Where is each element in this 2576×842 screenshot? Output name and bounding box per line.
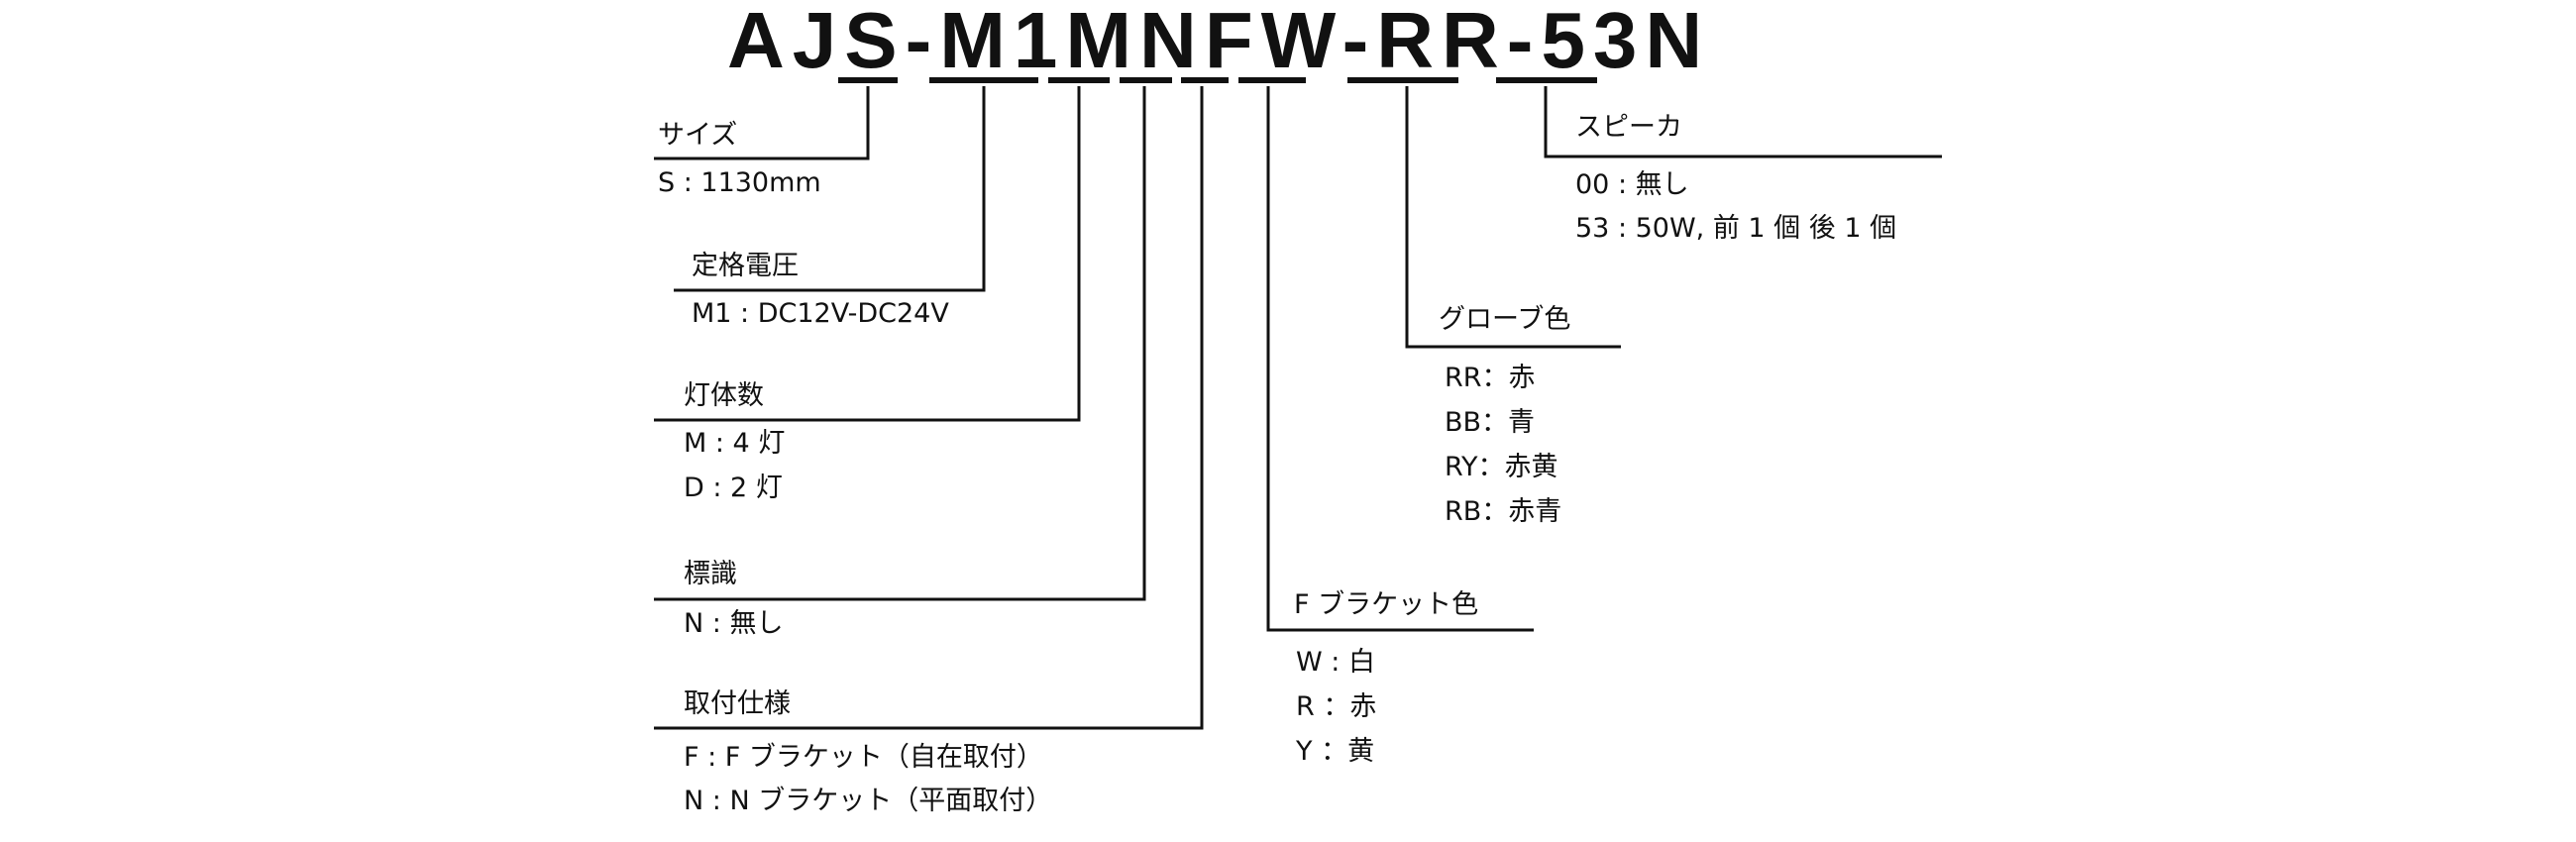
model-code: AJS-M1MNFW-RR-53N bbox=[727, 0, 1710, 81]
model-code-globe-color: RR bbox=[1376, 0, 1507, 84]
size-option: S : 1130mm bbox=[658, 167, 821, 198]
bracket-color-option: W : 白 bbox=[1296, 647, 1375, 678]
model-code-separator: - bbox=[1342, 0, 1377, 84]
globe-color-option: RY：赤黄 bbox=[1445, 452, 1558, 482]
voltage-heading: 定格電圧 bbox=[692, 251, 799, 281]
leader-bracket-color bbox=[1266, 86, 1534, 632]
lamps-heading: 灯体数 bbox=[684, 380, 764, 411]
globe-color-option: RB：赤青 bbox=[1445, 496, 1562, 527]
globe-color-option: RR：赤 bbox=[1445, 363, 1536, 393]
bracket-color-option: Y ：黄 bbox=[1296, 736, 1375, 767]
leader-sign bbox=[654, 86, 1146, 601]
leader-size bbox=[654, 86, 870, 160]
lamps-option: M : 4 灯 bbox=[684, 428, 786, 459]
model-code-speaker: 53 bbox=[1541, 0, 1646, 84]
leader-mount bbox=[654, 86, 1204, 730]
leader-globe-color bbox=[1405, 86, 1621, 349]
bracket-color-heading: F ブラケット色 bbox=[1294, 589, 1479, 620]
voltage-option: M1 : DC12V-DC24V bbox=[692, 298, 949, 329]
mount-option: N : N ブラケット（平面取付） bbox=[684, 786, 1053, 816]
model-code-mount: F bbox=[1204, 0, 1261, 84]
sign-heading: 標識 bbox=[684, 559, 737, 589]
model-code-sign: N bbox=[1139, 0, 1205, 84]
lamps-option: D : 2 灯 bbox=[684, 473, 783, 503]
speaker-option: 00 : 無し bbox=[1575, 169, 1689, 200]
leader-voltage bbox=[674, 86, 986, 292]
model-code-prefix: AJS bbox=[727, 0, 906, 84]
model-code-bracket-color: W bbox=[1260, 0, 1342, 84]
sign-option: N : 無し bbox=[684, 608, 784, 639]
speaker-option: 53 : 50W, 前 1 個 後 1 個 bbox=[1575, 213, 1897, 244]
model-code-lamps: M bbox=[1065, 0, 1140, 84]
model-code-voltage: M1 bbox=[939, 0, 1066, 84]
model-code-suffix: N bbox=[1645, 0, 1711, 84]
speaker-heading: スピーカ bbox=[1575, 112, 1682, 143]
model-code-separator: - bbox=[1506, 0, 1542, 84]
mount-option: F : F ブラケット（自在取付） bbox=[684, 742, 1043, 773]
leader-lamps bbox=[654, 86, 1081, 422]
globe-color-heading: グローブ色 bbox=[1439, 304, 1571, 335]
model-code-separator: - bbox=[905, 0, 940, 84]
bracket-color-option: R ：赤 bbox=[1296, 691, 1377, 722]
mount-heading: 取付仕様 bbox=[684, 688, 791, 719]
size-heading: サイズ bbox=[658, 120, 738, 151]
globe-color-option: BB：青 bbox=[1445, 407, 1536, 438]
leader-speaker bbox=[1544, 86, 1942, 158]
